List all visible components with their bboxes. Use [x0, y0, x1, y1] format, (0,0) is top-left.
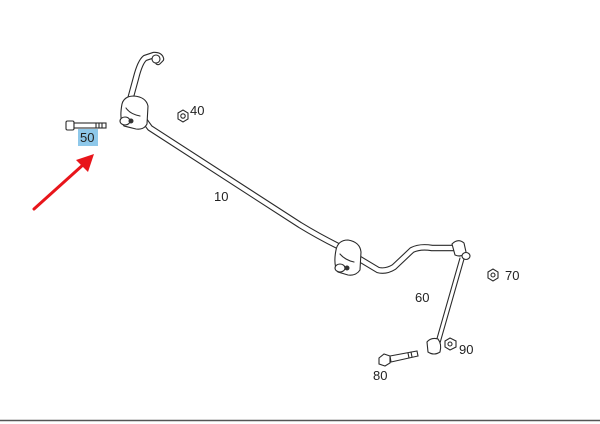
left-bushing [119, 95, 149, 130]
nut-70-icon [487, 268, 499, 282]
bolt-80-icon [378, 350, 419, 367]
red-arrow-icon [32, 154, 94, 211]
callout-90: 90 [459, 342, 473, 357]
stabilizer-link-60 [426, 240, 471, 355]
callout-70: 70 [505, 268, 519, 283]
callout-80: 80 [373, 368, 387, 383]
stabilizer-bar [126, 51, 459, 274]
bolt-50-icon [65, 120, 107, 131]
nut-40-icon [177, 109, 189, 123]
callout-50-highlight [78, 129, 98, 146]
nut-90-icon [444, 337, 457, 351]
callout-60: 60 [415, 290, 429, 305]
right-bushing [334, 239, 362, 276]
callout-40: 40 [190, 103, 204, 118]
callout-10: 10 [214, 189, 228, 204]
callout-50: 50 [80, 130, 94, 145]
